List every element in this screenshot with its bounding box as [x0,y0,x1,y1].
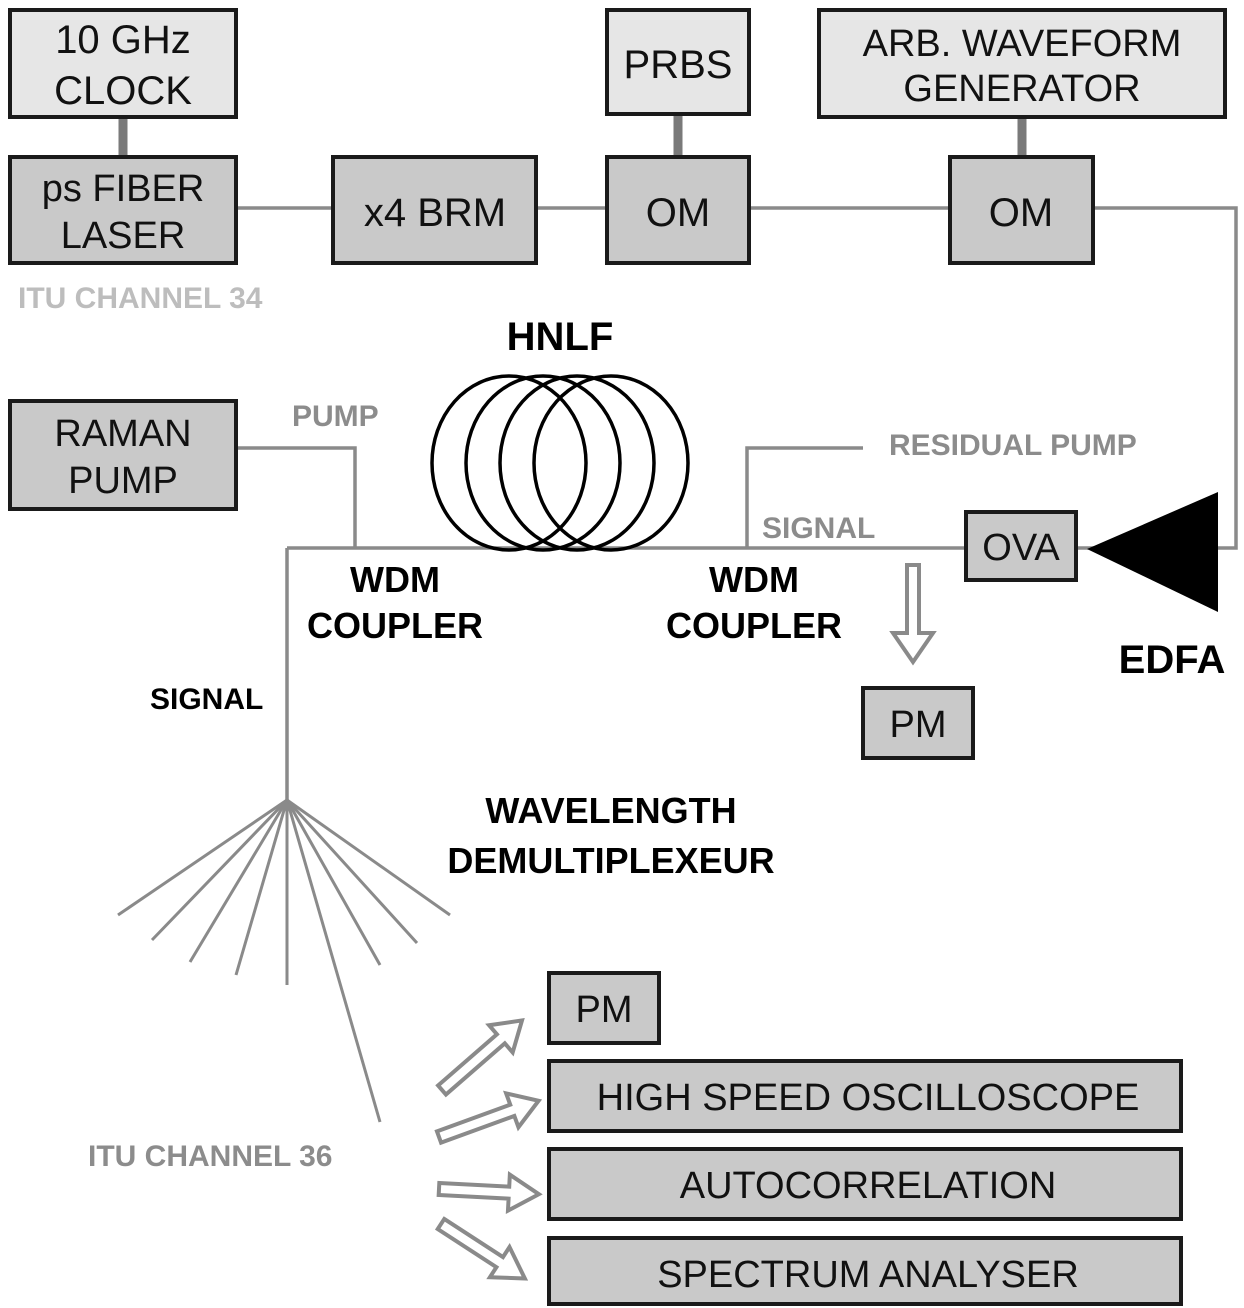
demux-label-1: WAVELENGTH [485,790,736,831]
edfa-label: EDFA [1119,638,1226,682]
itu34-label: ITU CHANNEL 34 [18,282,263,315]
wdm1-label-1: WDM [350,559,440,600]
spectrum-box [547,1236,1183,1306]
pm1-box [861,686,975,760]
laser-label-2: LASER [61,215,186,257]
clock-label-1: 10 GHz [55,18,191,62]
oscilloscope-box [547,1059,1183,1133]
clock-box [8,8,238,119]
residual-pump-fiber [745,446,863,548]
raman-label-1: RAMAN [54,413,191,455]
brm-box [331,155,538,265]
hollow-arrow-icon [436,1171,543,1215]
awg-label-2: GENERATOR [903,68,1140,110]
pm2-box [547,971,661,1045]
brm-label: x4 BRM [364,191,506,235]
clock-label-2: CLOCK [54,69,192,113]
laser-label-1: ps FIBER [42,168,205,210]
hollow-arrow-icon [435,1018,525,1098]
om-edfa-fiber [1094,206,1238,550]
autocorrelation-label: AUTOCORRELATION [680,1165,1057,1207]
pump-fiber [237,446,357,548]
wdm2-label-1: WDM [709,559,799,600]
demux-label-2: DEMULTIPLEXEUR [447,840,774,881]
spectrum-label: SPECTRUM ANALYSER [657,1254,1079,1296]
signal-right-label: SIGNAL [762,512,875,545]
awg-box [817,8,1227,119]
wdm2-label-2: COUPLER [666,605,842,646]
pm2-label: PM [576,989,633,1031]
om2-label: OM [989,191,1053,235]
autocorrelation-box [547,1147,1183,1221]
ova-label: OVA [982,527,1060,569]
om1-label: OM [646,191,710,235]
residual-pump-label: RESIDUAL PUMP [889,429,1137,462]
om1-box [605,155,751,265]
prbs-label: PRBS [624,43,733,87]
hollow-arrow-icon [434,1090,543,1146]
itu36-label: ITU CHANNEL 36 [88,1140,332,1173]
hnlf-label: HNLF [507,315,614,359]
prbs-box [605,8,751,116]
signal-left-label: SIGNAL [150,683,263,716]
ova-box [964,510,1078,582]
pump-label: PUMP [292,400,379,433]
awg-label-1: ARB. WAVEFORM [863,23,1182,65]
fiber-coil-icon [430,374,690,552]
raman-label-2: PUMP [68,460,178,502]
laser-box [8,155,238,265]
pm1-label: PM [890,704,947,746]
hollow-arrow-icon [434,1216,529,1281]
hollow-arrow-icon [889,563,937,666]
demux-fan [117,798,451,1123]
wdm1-label-2: COUPLER [307,605,483,646]
amplifier-triangle-icon [1087,492,1218,612]
raman-box [8,399,238,511]
oscilloscope-label: HIGH SPEED OSCILLOSCOPE [597,1077,1140,1119]
om2-box [948,155,1095,265]
